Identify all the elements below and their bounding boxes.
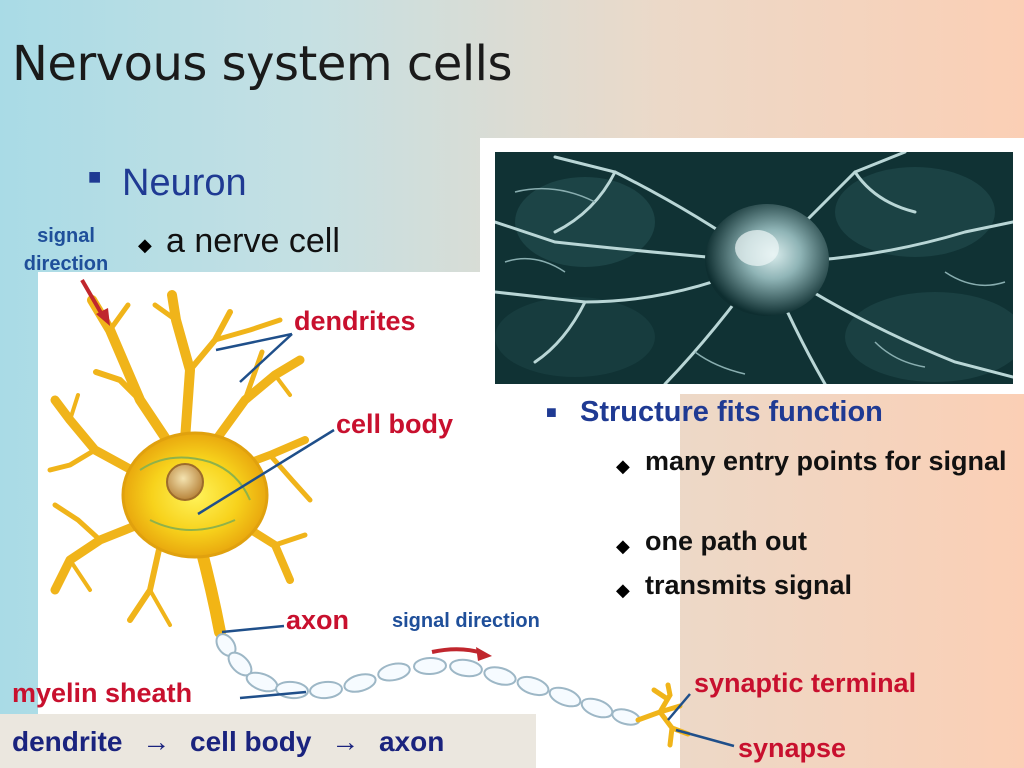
dendrites-drawing <box>47 290 313 627</box>
square-bullet-icon-2: ■ <box>546 402 557 422</box>
bullet-nerve-cell: a nerve cell <box>166 222 340 260</box>
right-arrow-icon: → <box>142 726 171 757</box>
red-arrow-icon <box>80 278 106 320</box>
diamond-bullet-icon-3: ◆ <box>616 536 630 556</box>
nucleus-drawing <box>166 463 204 501</box>
formula-cell-body: cell body <box>190 726 312 757</box>
structure-item-1: many entry points for signal <box>645 446 1007 476</box>
diamond-bullet-icon-4: ◆ <box>616 580 630 600</box>
myelin-sheath-label: myelin sheath <box>12 678 193 708</box>
square-bullet-icon: ■ <box>88 164 102 189</box>
neuron-micrograph-image <box>495 152 1013 384</box>
synaptic-terminal-label: synaptic terminal <box>694 668 917 698</box>
page-title: Nervous system cells <box>12 36 513 92</box>
signal-label-word: signal <box>37 225 95 247</box>
synaptic-terminal-drawing <box>635 682 691 748</box>
formula-axon: axon <box>378 726 445 757</box>
synapse-label: synapse <box>738 733 847 763</box>
formula-box <box>0 714 536 768</box>
formula-dendrite: dendrite <box>12 726 123 757</box>
structure-item-3: transmits signal <box>645 570 853 600</box>
signal-direction-label-bottom: signal direction <box>392 610 540 632</box>
structure-heading: Structure fits function <box>580 396 883 428</box>
signal-direction-label-top: signal direction <box>14 222 118 278</box>
direction-label-word: direction <box>23 253 109 275</box>
red-arrow-icon-bottom <box>431 647 483 655</box>
myelin-sheath-drawing <box>215 633 641 726</box>
structure-item-2: one path out <box>645 526 807 556</box>
axon-label: axon <box>286 605 350 635</box>
neuron-micrograph <box>495 152 1013 384</box>
diamond-bullet-icon: ◆ <box>138 235 152 255</box>
right-arrow-icon-2: → <box>331 726 360 757</box>
bullet-neuron: Neuron <box>122 162 247 204</box>
dendrites-label: dendrites <box>294 306 416 336</box>
diamond-bullet-icon-2: ◆ <box>616 456 630 476</box>
cell-body-label: cell body <box>336 409 454 439</box>
signal-path-formula: dendrite → cell body → axon <box>12 726 444 758</box>
